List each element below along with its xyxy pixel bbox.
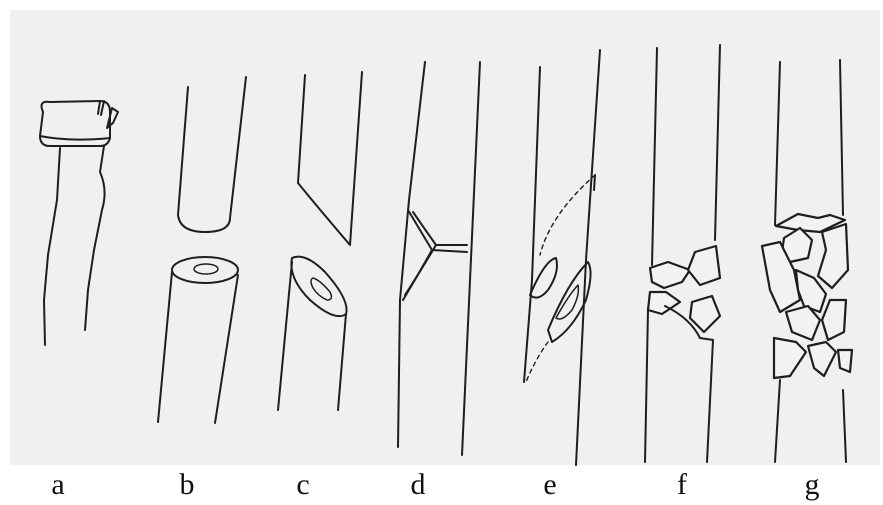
label-c: c xyxy=(283,468,323,502)
paper-background xyxy=(10,10,880,465)
label-d: d xyxy=(398,468,438,502)
label-g: g xyxy=(792,468,832,502)
label-f: f xyxy=(662,468,702,502)
label-b: b xyxy=(167,468,207,502)
label-a: a xyxy=(38,468,78,502)
label-e: e xyxy=(530,468,570,502)
